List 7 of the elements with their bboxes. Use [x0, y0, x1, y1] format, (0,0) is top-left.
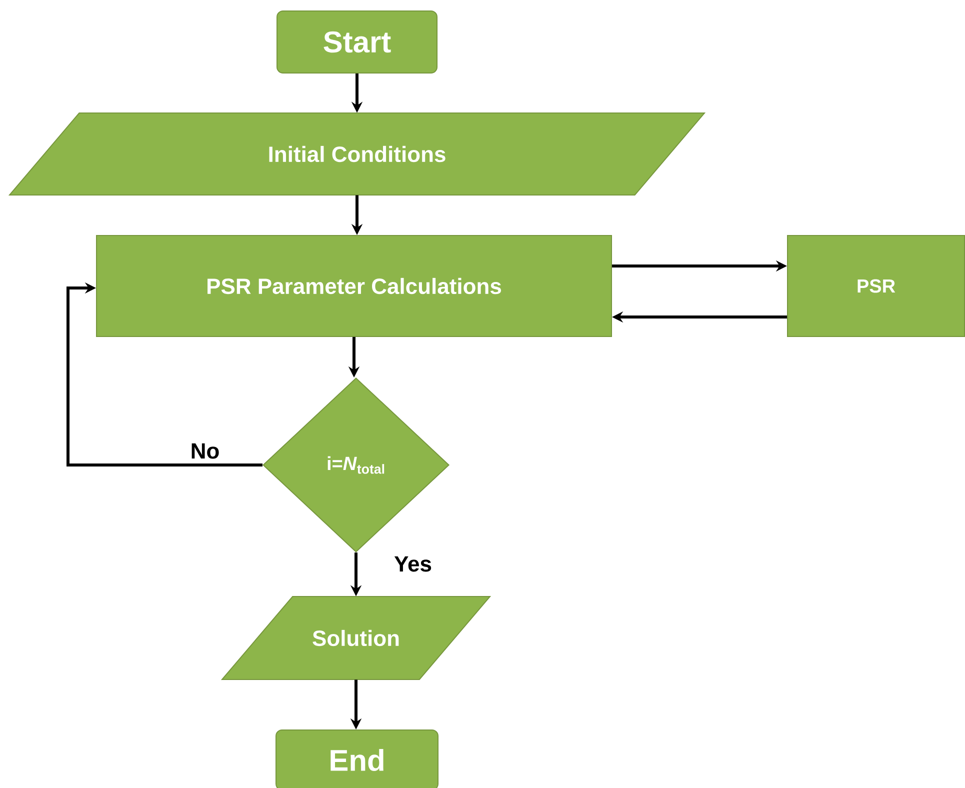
- process-box: PSR: [787, 235, 965, 337]
- edge-label: Yes: [393, 555, 433, 573]
- terminal-box: End: [276, 730, 438, 788]
- edge-label: No: [189, 442, 221, 460]
- process-box: PSR Parameter Calculations: [96, 235, 612, 337]
- arrow: [66, 282, 262, 466]
- terminal-box: Start: [276, 10, 438, 74]
